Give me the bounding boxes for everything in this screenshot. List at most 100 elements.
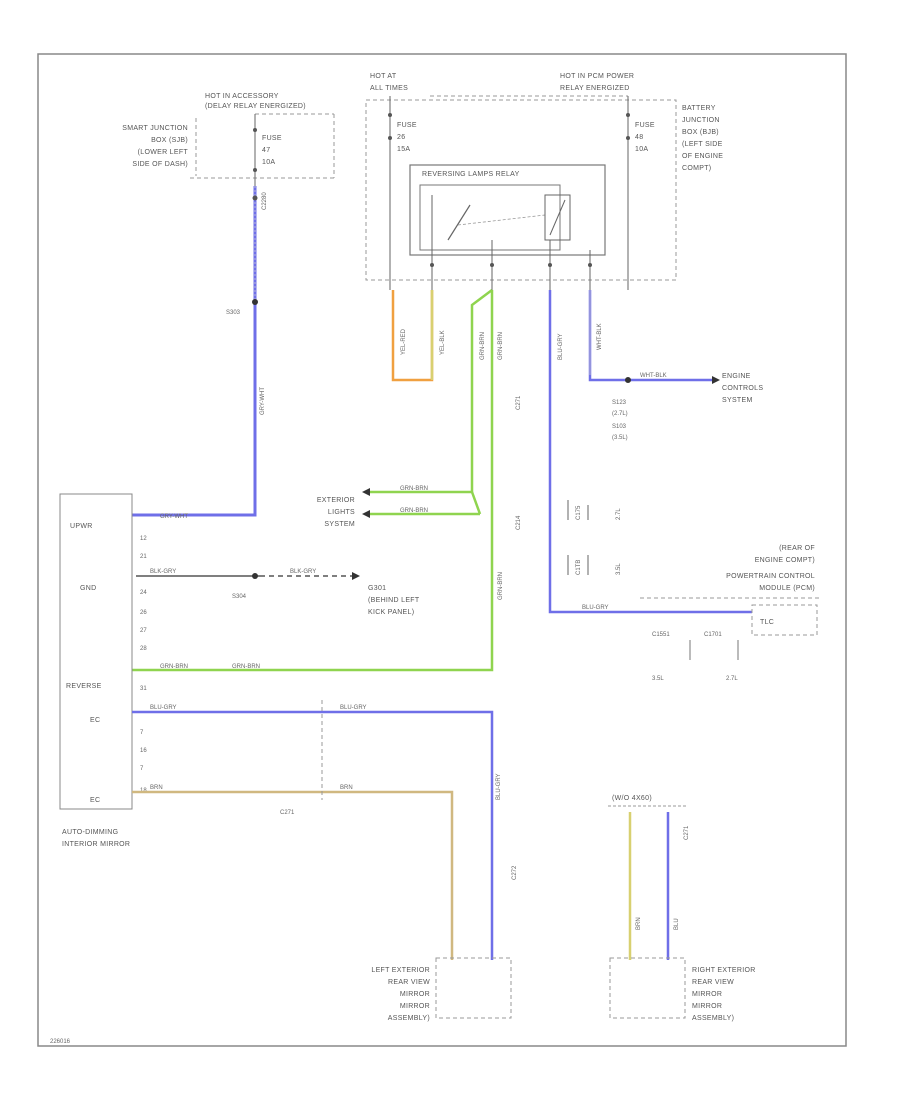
aim-num-6: 28 bbox=[140, 646, 147, 652]
bjb-label-4: (LEFT SIDE bbox=[682, 141, 723, 148]
aim-pin-ec2: EC bbox=[90, 797, 100, 804]
green-wire-label-2: GRN-BRN bbox=[498, 332, 504, 360]
mid-tick-3: C1TB bbox=[576, 560, 582, 575]
right-mirror-label-5: ASSEMBLY) bbox=[692, 1015, 734, 1022]
engine-wire-label-h: WHT-BLK bbox=[640, 373, 667, 379]
relay-block: HOT AT ALL TIMES HOT IN PCM POWER RELAY … bbox=[365, 73, 723, 290]
hot-pcm-label-2: RELAY ENERGIZED bbox=[560, 85, 630, 92]
pcm-wire-label-h: BLU-GRY bbox=[582, 605, 609, 611]
acc-hot-label-2: (DELAY RELAY ENERGIZED) bbox=[205, 103, 306, 110]
aim-num-5: 27 bbox=[140, 628, 147, 634]
ext-wire-label-1: GRN-BRN bbox=[400, 486, 428, 492]
left-mirror-block: LEFT EXTERIOR REAR VIEW MIRROR MIRROR AS… bbox=[371, 957, 512, 1022]
green-wire-label-1: GRN-BRN bbox=[480, 332, 486, 360]
aim-title-1: AUTO-DIMMING bbox=[62, 829, 118, 836]
rev-wire-label-2: GRN-BRN bbox=[232, 664, 260, 670]
g301-label-3: KICK PANEL) bbox=[368, 609, 414, 616]
relay-green-wire-a bbox=[368, 289, 493, 494]
ec2-wire bbox=[132, 790, 454, 960]
left-mirror-label-4: MIRROR bbox=[400, 1003, 430, 1010]
right-mirror-label-3: MIRROR bbox=[692, 991, 722, 998]
aim-pin-upwr: UPWR bbox=[70, 523, 93, 530]
c2280-label: C2280 bbox=[262, 192, 268, 210]
aim-num-3: 24 bbox=[140, 590, 147, 596]
fuse-48-label: FUSE bbox=[635, 122, 655, 129]
right-blu-label: BLU bbox=[674, 918, 680, 930]
left-mirror-label-3: MIRROR bbox=[400, 991, 430, 998]
ec2-wire-label-2: BRN bbox=[340, 785, 353, 791]
acc-hot-label: HOT IN ACCESSORY bbox=[205, 93, 279, 100]
engine-label-2: CONTROLS bbox=[722, 385, 763, 392]
sjb-label-4: SIDE OF DASH) bbox=[132, 161, 188, 168]
ec1-wire-label-2: BLU-GRY bbox=[340, 705, 367, 711]
pcm-wire-label-v: BLU-GRY bbox=[558, 333, 564, 360]
mid-tick-2: 2.7L bbox=[616, 508, 622, 520]
ext-lights-label-3: SYSTEM bbox=[324, 521, 355, 528]
ext-wire-label-2: GRN-BRN bbox=[400, 508, 428, 514]
right-mirror-label-4: MIRROR bbox=[692, 1003, 722, 1010]
aim-title-2: INTERIOR MIRROR bbox=[62, 841, 130, 848]
sjb-label-2: BOX (SJB) bbox=[151, 137, 188, 144]
right-mirror-block: (W/O 4X60) BRN BLU C271 RIGHT EXTERIOR R… bbox=[608, 795, 756, 1022]
hot-at-all-label-2: ALL TIMES bbox=[370, 85, 408, 92]
aim-box bbox=[59, 493, 133, 810]
c271-mid-label: C271 bbox=[516, 395, 522, 410]
sjb-label-3: (LOWER LEFT bbox=[138, 149, 189, 156]
engine-size-1: 3.5L bbox=[652, 676, 664, 682]
pcm-block: (REAR OF ENGINE COMPT) POWERTRAIN CONTRO… bbox=[640, 545, 820, 682]
s303-label: S303 bbox=[226, 310, 241, 316]
c271-right-label: C271 bbox=[684, 825, 690, 840]
right-brn-label: BRN bbox=[636, 917, 642, 930]
bjb-label-6: COMPT) bbox=[682, 165, 711, 172]
aim-num-1: 12 bbox=[140, 536, 147, 542]
aim-num-7: 31 bbox=[140, 686, 147, 692]
g301-wire-label-2: BLK-GRY bbox=[290, 569, 316, 575]
fuse-47-number: 47 bbox=[262, 147, 270, 154]
yel-blk-wire-label: YEL-BLK bbox=[440, 330, 446, 355]
aim-pin-gnd: GND bbox=[80, 585, 96, 592]
g301-label-1: G301 bbox=[368, 585, 386, 592]
fuse-26-rating: 15A bbox=[397, 146, 410, 153]
engine-size-2: 2.7L bbox=[726, 676, 738, 682]
pcm-conn-2: C1701 bbox=[704, 632, 722, 638]
fuse-26-number: 26 bbox=[397, 134, 405, 141]
aim-block: UPWR GND REVERSE EC EC 12 21 24 26 27 28… bbox=[59, 493, 147, 848]
s123-label-1: S123 bbox=[612, 400, 627, 406]
s123-label-3: S103 bbox=[612, 424, 627, 430]
right-mirror-label-1: RIGHT EXTERIOR bbox=[692, 967, 756, 974]
aim-num-8: 7 bbox=[140, 730, 144, 736]
left-mirror-label-2: REAR VIEW bbox=[388, 979, 430, 986]
sjb-label-1: SMART JUNCTION bbox=[122, 125, 188, 132]
upwr-wire bbox=[132, 186, 257, 517]
fuse-48-number: 48 bbox=[635, 134, 643, 141]
fuse-47-label: FUSE bbox=[262, 135, 282, 142]
bjb-label-5: OF ENGINE bbox=[682, 153, 723, 160]
s123-label-2: (2.7L) bbox=[612, 411, 628, 417]
diagram-code: 226016 bbox=[50, 1039, 71, 1045]
pcm-label-2: ENGINE COMPT) bbox=[755, 557, 815, 564]
right-mirror-label-2: REAR VIEW bbox=[692, 979, 734, 986]
green-wire-label-3: GRN-BRN bbox=[498, 572, 504, 600]
relay-green-wire-b bbox=[132, 290, 494, 672]
ext-lights-label-1: EXTERIOR bbox=[317, 497, 355, 504]
aim-pin-ec1: EC bbox=[90, 717, 100, 724]
ext-lights-label-2: LIGHTS bbox=[328, 509, 355, 516]
reversing-lamps-relay bbox=[409, 164, 606, 256]
fuse-48-rating: 10A bbox=[635, 146, 648, 153]
engine-label-3: SYSTEM bbox=[722, 397, 753, 404]
engine-wire-label-v: WHT-BLK bbox=[597, 323, 603, 350]
mid-tick-1: C175 bbox=[576, 505, 582, 520]
s123-label-4: (3.5L) bbox=[612, 435, 628, 441]
sjb-block: HOT IN ACCESSORY (DELAY RELAY ENERGIZED)… bbox=[122, 93, 335, 210]
aim-num-4: 26 bbox=[140, 610, 147, 616]
fuse26-relay-wire bbox=[391, 290, 434, 382]
hot-at-all-label: HOT AT bbox=[370, 73, 397, 80]
pcm-conn-1: C1551 bbox=[652, 632, 670, 638]
fuse-47-rating: 10A bbox=[262, 159, 275, 166]
upwr-wire-label: GRY-WHT bbox=[260, 387, 266, 415]
mid-tick-4: 3.5L bbox=[616, 563, 622, 575]
s304-label: S304 bbox=[232, 594, 247, 600]
g301-wire-label-1: BLK-GRY bbox=[150, 569, 176, 575]
aim-pin-reverse: REVERSE bbox=[66, 683, 102, 690]
